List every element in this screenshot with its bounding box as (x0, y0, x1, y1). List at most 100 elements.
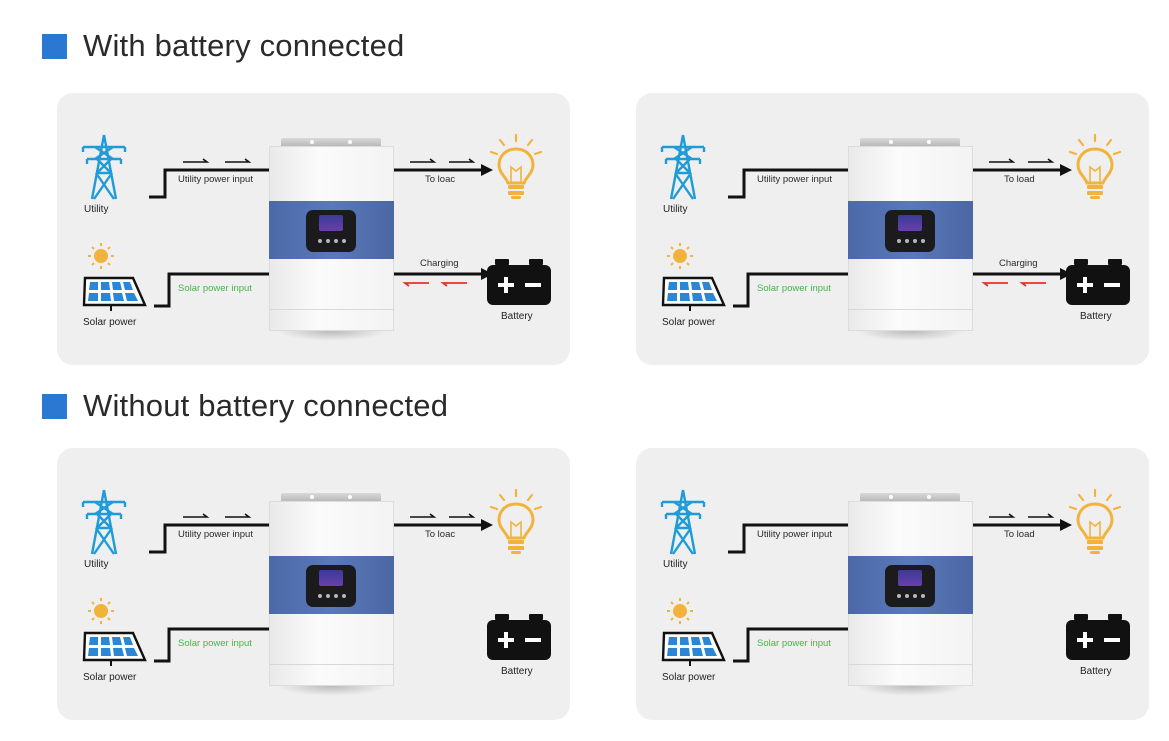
inverter-display (306, 210, 356, 252)
load-arrow (394, 164, 493, 176)
inverter-body (848, 501, 973, 686)
utility-power-input-label: Utility power input (178, 529, 253, 540)
diagram-panel-1: Utility Solar power Utility power input … (57, 93, 570, 365)
solar-power-label: Solar power (83, 672, 137, 683)
inverter-buttons (318, 594, 346, 599)
load-label: To load (1004, 529, 1035, 540)
solar-power-label: Solar power (662, 317, 716, 328)
utility-label: Utility (84, 559, 109, 570)
battery-label: Battery (1080, 311, 1112, 322)
battery-icon (1066, 259, 1130, 305)
section-header-without-battery: Without battery connected (42, 388, 448, 424)
light-bulb-icon (489, 488, 543, 554)
load-flow-arrows (989, 158, 1055, 163)
battery-label: Battery (1080, 666, 1112, 677)
inverter-blue-band (269, 556, 394, 614)
charging-label: Charging (999, 258, 1038, 269)
inverter-unit (848, 138, 973, 331)
inverter-body (269, 146, 394, 331)
utility-power-input-label: Utility power input (757, 529, 832, 540)
diagram-panel-2: Utility Solar power Utility power input … (636, 93, 1149, 365)
load-label: To load (1004, 174, 1035, 185)
load-arrow (394, 519, 493, 531)
utility-flow-arrows (183, 158, 252, 163)
solar-panel-icon (661, 243, 726, 311)
solar-panel-icon (82, 598, 147, 666)
inverter-top-plate (860, 138, 960, 146)
wiring-diagram (728, 158, 1072, 308)
load-label: To loac (425, 174, 456, 185)
inverter-blue-band (848, 201, 973, 259)
battery-icon (1066, 614, 1130, 660)
solar-power-input-label: Solar power input (757, 283, 831, 294)
solar-wire (154, 627, 269, 663)
pylon-icon (660, 489, 706, 555)
battery-icon (487, 259, 551, 305)
pylon-icon (660, 134, 706, 200)
inverter-unit (269, 138, 394, 331)
solar-power-label: Solar power (83, 317, 137, 328)
diagram-panel-3: Utility Solar power Utility power input … (57, 448, 570, 720)
utility-wire (149, 168, 269, 199)
load-flow-arrows (410, 513, 476, 518)
inverter-display (885, 210, 935, 252)
inverter-lcd (319, 215, 343, 231)
utility-label: Utility (84, 204, 109, 215)
solar-wire (154, 272, 269, 308)
load-arrow (973, 164, 1072, 176)
sun-icon (88, 243, 114, 269)
inverter-seam (848, 664, 973, 665)
utility-flow-arrows (183, 513, 252, 518)
inverter-top-plate (281, 493, 381, 501)
inverter-lcd (319, 570, 343, 586)
light-bulb-icon (1068, 488, 1122, 554)
utility-wire (149, 523, 269, 554)
utility-wire (728, 523, 848, 554)
section-square-icon (42, 33, 67, 59)
solar-power-label: Solar power (662, 672, 716, 683)
pylon-icon (81, 134, 127, 200)
light-bulb-icon (1068, 133, 1122, 199)
inverter-lcd (898, 215, 922, 231)
wiring-diagram (149, 158, 493, 308)
sun-icon (667, 243, 693, 269)
solar-panel-icon (82, 243, 147, 311)
inverter-display (885, 565, 935, 607)
solar-wire (733, 627, 848, 663)
section-title: Without battery connected (83, 388, 449, 423)
pylon-icon (81, 489, 127, 555)
solar-wire (733, 272, 848, 308)
battery-label: Battery (501, 666, 533, 677)
inverter-unit (269, 493, 394, 686)
charging-label: Charging (420, 258, 459, 269)
inverter-top-plate (860, 493, 960, 501)
utility-power-input-label: Utility power input (178, 174, 253, 185)
charging-arrow (973, 268, 1072, 287)
inverter-seam (848, 309, 973, 310)
inverter-body (848, 146, 973, 331)
sun-icon (667, 598, 693, 624)
utility-label: Utility (663, 559, 688, 570)
section-square-icon (42, 393, 67, 419)
inverter-blue-band (269, 201, 394, 259)
inverter-seam (269, 309, 394, 310)
wiring-diagram (149, 513, 493, 663)
wiring-diagram (728, 513, 1072, 663)
load-label: To loac (425, 529, 456, 540)
battery-icon (487, 614, 551, 660)
load-arrow (973, 519, 1072, 531)
utility-label: Utility (663, 204, 688, 215)
diagram-panel-4: Utility Solar power Utility power input … (636, 448, 1149, 720)
charging-arrow (394, 268, 493, 287)
inverter-display (306, 565, 356, 607)
inverter-blue-band (848, 556, 973, 614)
inverter-buttons (318, 239, 346, 244)
inverter-unit (848, 493, 973, 686)
solar-panel-icon (661, 598, 726, 666)
sun-icon (88, 598, 114, 624)
inverter-top-plate (281, 138, 381, 146)
section-header-with-battery: With battery connected (42, 28, 404, 64)
solar-power-input-label: Solar power input (178, 283, 252, 294)
utility-power-input-label: Utility power input (757, 174, 832, 185)
section-title: With battery connected (83, 28, 405, 63)
